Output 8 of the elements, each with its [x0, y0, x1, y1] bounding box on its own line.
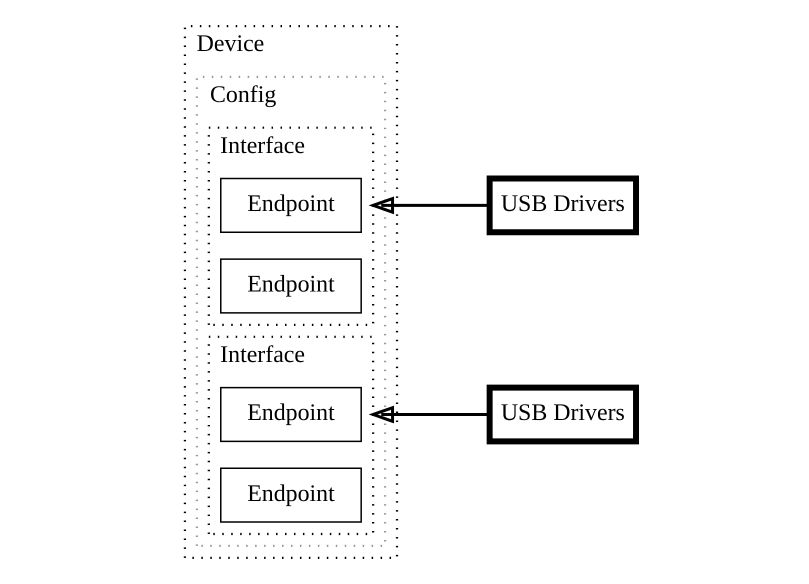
node-box: Endpoint: [220, 468, 362, 523]
arrow: [368, 196, 490, 214]
arrow: [368, 406, 490, 424]
node-box: Endpoint: [220, 258, 362, 314]
node-box: Endpoint: [220, 178, 362, 233]
node-box: Endpoint: [220, 386, 362, 442]
node-box: USB Drivers: [486, 176, 640, 236]
node-box: USB Drivers: [486, 384, 640, 444]
